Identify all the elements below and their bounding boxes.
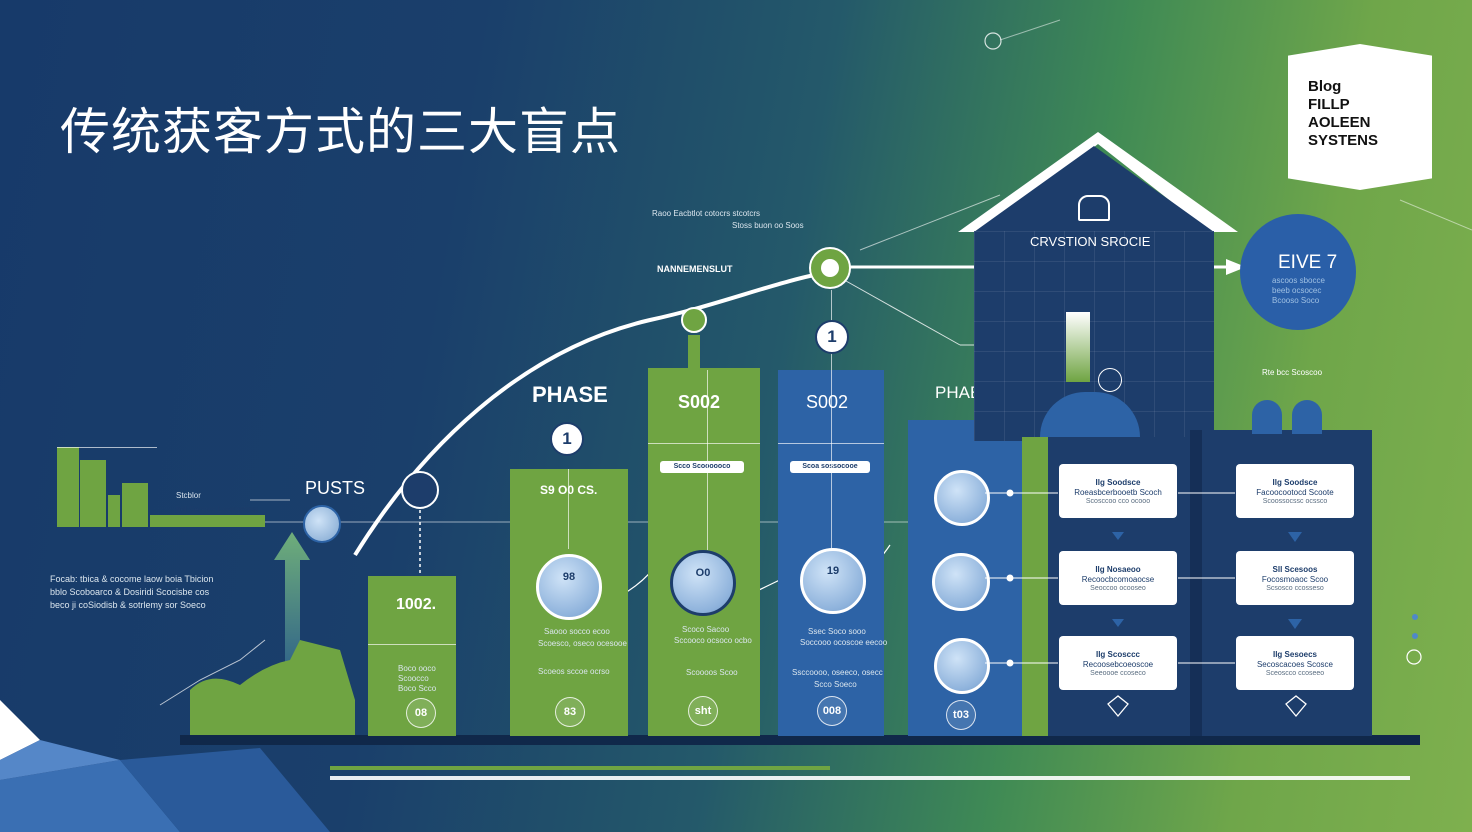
- card-left-2: Ilg Nosaeoo Recoocbcomoaocse Seoccoo oco…: [1059, 551, 1177, 605]
- left-block-sub: bol Seoocs Loosostoss: [176, 505, 259, 514]
- phase-column-5: t03: [908, 420, 1022, 736]
- building-light: [1066, 312, 1090, 382]
- top-note-line-2: Stoss buon oo Soos: [732, 221, 804, 230]
- column-4-footer: 008: [817, 696, 847, 726]
- mini-bar-1: [57, 447, 79, 527]
- card-left-1: Ilg Soodsce Roeasbcerbooetb Scoch Scoscc…: [1059, 464, 1177, 518]
- phase-column-2: S9 O0 CS. 98 Saooo socco ecoo Scoesco, o…: [510, 469, 628, 736]
- column-5-circle-1: [934, 470, 990, 526]
- left-notes: Focab: tbica & cocome laow boia Tbicion …: [50, 573, 213, 612]
- logo-line-4: SYSTENS: [1308, 132, 1379, 149]
- hill-shape: [190, 640, 355, 735]
- column-3-pill: Scco Scoooooco: [660, 461, 744, 473]
- column-1-heading: 1002.: [396, 596, 437, 613]
- card-right-3: Ilg Sesoecs Secoscacoes Scosce Sceoscco …: [1236, 636, 1354, 690]
- eive-label: EIVE 7: [1278, 252, 1338, 273]
- column-5-footer: t03: [946, 700, 976, 730]
- building-label: CRVSTION SROCIE: [1030, 234, 1151, 249]
- up-arrow-icon: [274, 532, 310, 680]
- building-icon: [1078, 195, 1110, 221]
- pusts-label: PUSTS: [305, 478, 366, 498]
- phase-column-1: 1002. Boco ooco Scoocco Boco Scco 08: [368, 576, 456, 736]
- main-arrow-head: [1226, 259, 1246, 275]
- column-1-footer: 08: [406, 698, 436, 728]
- top-note-line-1: Raoo Eacbtlot cotocrs stcotcrs: [652, 209, 761, 218]
- card-left-3: Ilg Scosccc Recoosebcoeoscoe Seeoooe cco…: [1059, 636, 1177, 690]
- left-note-1: Focab: tbica & cocome laow boia Tbicion: [50, 574, 214, 584]
- logo-line-2: FILLP: [1308, 96, 1350, 113]
- blog-logo: Blog FILLP AOLEEN SYSTENS: [1288, 44, 1432, 190]
- left-note-2: bblo Scoboarco & Dosiridi Scocisbe cos: [50, 587, 210, 597]
- mini-bar-3: [108, 495, 120, 527]
- column-3-heading: S002: [678, 392, 721, 412]
- column-4-pill: Scoa sossocooe: [790, 461, 870, 473]
- card-right-2: Sll Scesoos Focosmoaoc Scoo Scsosco ccos…: [1236, 551, 1354, 605]
- phase-column-3: S002 Scco Scoooooco O0 Scoco Sacoo Sccoo…: [648, 368, 760, 736]
- mini-bar-2: [80, 460, 106, 527]
- mini-bar-4: [122, 483, 148, 527]
- step-badge-1: 1: [550, 422, 584, 456]
- globe-icon: [303, 505, 341, 543]
- eive-circle: EIVE 7 ascoos sbocce beeb ocsocec Bcooso…: [1240, 214, 1356, 330]
- side-note: Rte bcc Scoscoo: [1262, 368, 1323, 377]
- column-4-circle: 19: [800, 548, 866, 614]
- card-right-1: Ilg Soodsce Facoocootocd Scoote Scoossoc…: [1236, 464, 1354, 518]
- column-4-heading: S002: [806, 392, 849, 412]
- column-5-circle-2: [932, 553, 990, 611]
- left-note-3: beco ji coSiodisb & sotrlemy sor Soeco: [50, 600, 206, 610]
- mini-bar-5: [150, 515, 265, 527]
- logo-line-1: Blog: [1308, 78, 1342, 95]
- management-label: NANNEMENSLUT: [657, 264, 733, 274]
- person-icon: [1098, 368, 1122, 392]
- left-block-label: Stcblor: [176, 491, 201, 500]
- column-2-footer: 83: [555, 697, 585, 727]
- logo-line-3: AOLEEN: [1308, 114, 1371, 131]
- column-3-footer: sht: [688, 696, 718, 726]
- column-3-circle: O0: [670, 550, 736, 616]
- page-title: 传统获客方式的三大盲点: [60, 103, 621, 161]
- step-badge-2: 1: [815, 320, 849, 354]
- column-5-circle-3: [934, 638, 990, 694]
- phase-label-1: PHASE: [532, 382, 608, 407]
- column-2-circle: 98: [536, 554, 602, 620]
